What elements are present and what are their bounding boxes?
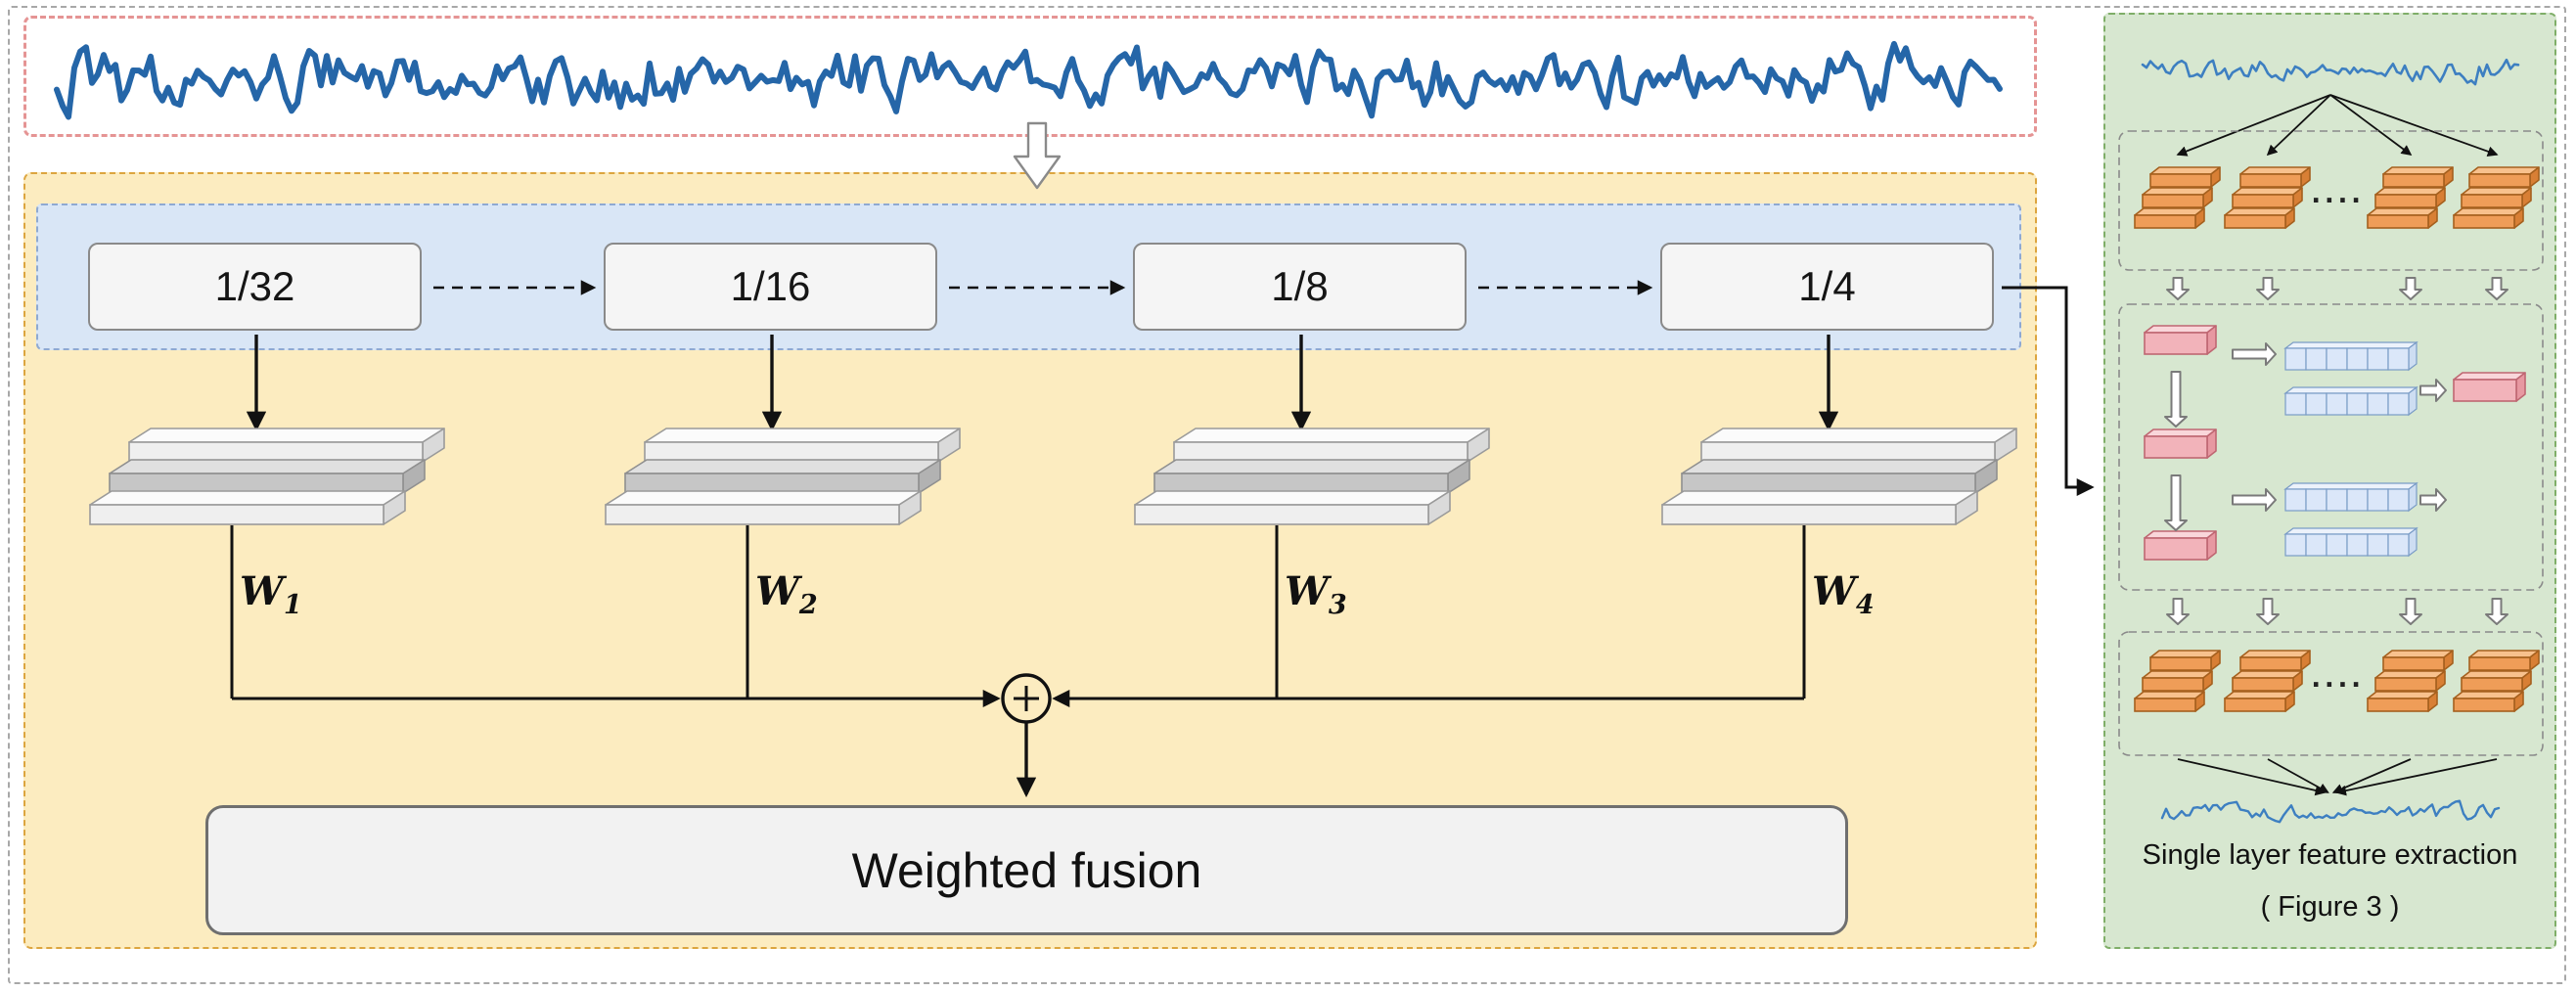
scale-box-1-8: 1/8 bbox=[1133, 243, 1467, 331]
weight-label-w4: W4 bbox=[1812, 568, 1875, 620]
right-panel-caption: Single layer feature extraction ( Figure… bbox=[2105, 839, 2554, 924]
scale-label-1-16: 1/16 bbox=[730, 263, 811, 309]
weight-sub: 4 bbox=[1855, 590, 1875, 620]
scale-sequence-band: 1/32 1/16 1/8 1/4 bbox=[36, 203, 2021, 350]
weight-label-w3: W3 bbox=[1285, 568, 1347, 620]
scale-label-1-8: 1/8 bbox=[1271, 263, 1329, 309]
weight-sub: 2 bbox=[798, 590, 818, 620]
input-signal-panel bbox=[23, 16, 2037, 137]
scale-label-1-4: 1/4 bbox=[1798, 263, 1856, 309]
scale-box-1-4: 1/4 bbox=[1660, 243, 1994, 331]
weight-base: W bbox=[755, 568, 799, 614]
caption-line-1: Single layer feature extraction bbox=[2142, 839, 2518, 871]
weight-label-w2: W2 bbox=[755, 568, 818, 620]
weight-sub: 3 bbox=[1328, 590, 1347, 620]
caption-line-2: ( Figure 3 ) bbox=[2260, 891, 2400, 923]
scale-box-1-32: 1/32 bbox=[88, 243, 422, 331]
weight-base: W bbox=[1812, 568, 1856, 614]
weight-base: W bbox=[1285, 568, 1329, 614]
scale-label-1-32: 1/32 bbox=[214, 263, 295, 309]
ellipsis-dots-top: ···· bbox=[2311, 182, 2366, 218]
weighted-fusion-label: Weighted fusion bbox=[851, 842, 1202, 898]
weight-sub: 1 bbox=[283, 590, 302, 620]
weight-label-w1: W1 bbox=[240, 568, 302, 620]
multiscale-fusion-panel: 1/32 1/16 1/8 1/4 W1 W2 W3 W4 Weighted f… bbox=[23, 172, 2037, 949]
weight-base: W bbox=[240, 568, 284, 614]
single-layer-extraction-panel: Single layer feature extraction ( Figure… bbox=[2103, 13, 2556, 949]
ellipsis-dots-bottom: ···· bbox=[2311, 666, 2366, 702]
figure-outer-border bbox=[8, 6, 2566, 984]
weighted-fusion-box: Weighted fusion bbox=[205, 805, 1848, 935]
scale-box-1-16: 1/16 bbox=[604, 243, 937, 331]
